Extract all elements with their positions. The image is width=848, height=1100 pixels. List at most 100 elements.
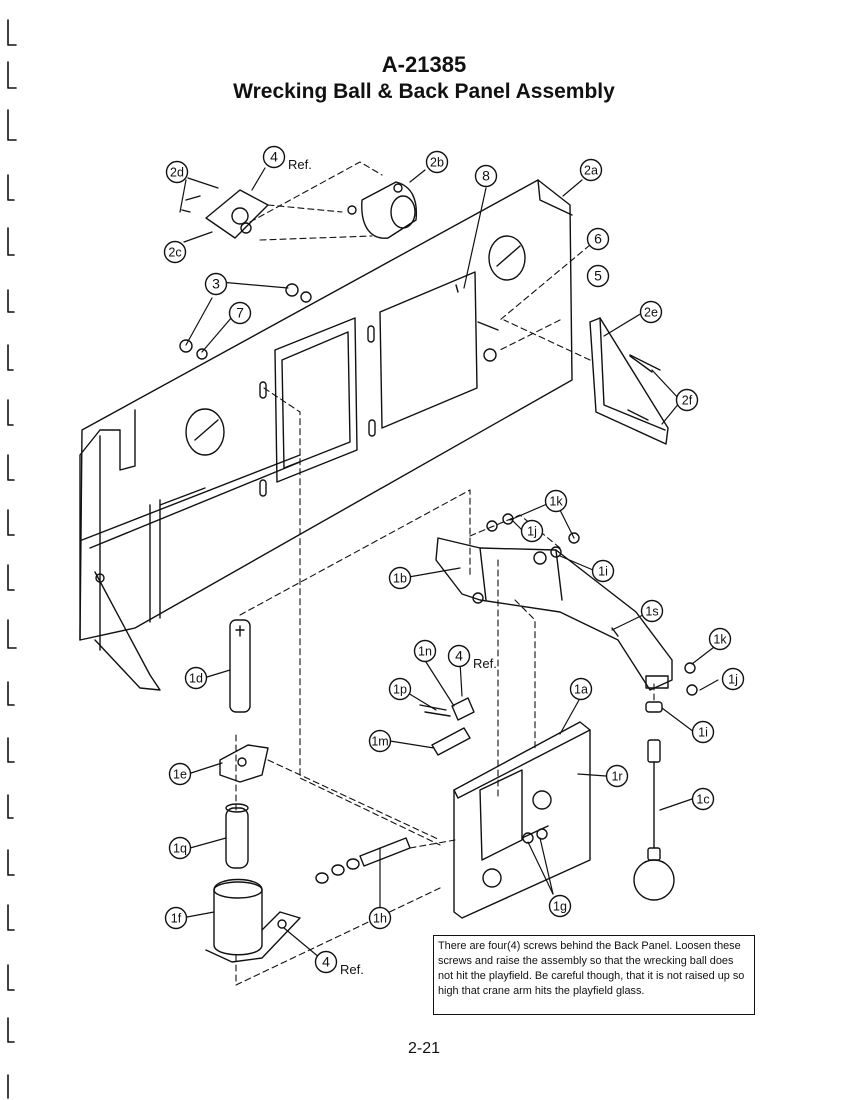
callout-label: 1i (598, 565, 608, 579)
callout-1h: 1h (368, 906, 392, 930)
assembly-lines (235, 161, 655, 986)
callout-label: 1f (171, 912, 182, 926)
callout-1a: 1a (569, 677, 593, 701)
callout-1c: 1c (691, 787, 715, 811)
switch-assembly (419, 697, 475, 756)
callout-balloon (184, 666, 208, 690)
callout-1b: 1b (388, 566, 412, 590)
callout-label: 6 (594, 231, 602, 247)
callout-1i-a: 1i (591, 559, 615, 583)
callout-label: 4 (270, 149, 278, 165)
callout-label: 4 (455, 648, 463, 664)
callout-balloon (368, 729, 392, 753)
callout-label: 1i (698, 726, 708, 740)
callout-label: 5 (594, 268, 602, 284)
callout-1q: 1q (168, 836, 192, 860)
coil-assembly (205, 803, 301, 963)
callout-label: 1a (574, 683, 588, 697)
callout-balloon (388, 566, 412, 590)
callout-balloon (228, 301, 252, 325)
callout-balloon (605, 764, 629, 788)
callout-label: 1n (418, 645, 432, 659)
callout-balloon (165, 160, 189, 184)
callout-1d: 1d (184, 666, 208, 690)
mount-block (453, 721, 591, 919)
callout-label: 2a (584, 164, 598, 178)
callout-balloon (691, 720, 715, 744)
callout-7: 7 (228, 301, 252, 325)
callout-label: 1q (173, 842, 187, 856)
callout-label: 1k (549, 495, 563, 509)
callout-1e: 1e (168, 762, 192, 786)
callout-balloon (447, 644, 471, 668)
callout-2b: 2b (425, 150, 449, 174)
callout-label: 1c (696, 793, 709, 807)
callout-2f: 2f (675, 388, 699, 412)
callout-balloon (708, 627, 732, 651)
service-note: There are four(4) screws behind the Back… (433, 935, 755, 1015)
callout-1j-a: 1j (520, 519, 544, 543)
callout-balloon (721, 667, 745, 691)
callout-balloon (368, 906, 392, 930)
callout-label: 1r (611, 770, 622, 784)
callout-label: 1h (373, 912, 387, 926)
callout-balloon (548, 894, 572, 918)
callout-balloon (388, 677, 412, 701)
callout-3: 3 (204, 272, 228, 296)
callout-label: 4 (322, 954, 330, 970)
callout-balloon (204, 272, 228, 296)
callout-1j-b: 1j (721, 667, 745, 691)
callout-1n: 1n (413, 639, 437, 663)
crane-arm (435, 537, 673, 691)
hardware (179, 283, 698, 844)
callout-label: 1s (645, 605, 658, 619)
ref-label: Ref. (473, 656, 497, 671)
callout-label: 8 (482, 168, 490, 184)
motor-bracket (181, 181, 418, 239)
callout-1m: 1m (368, 729, 392, 753)
callout-1s: 1s (640, 599, 664, 623)
callout-balloon (639, 300, 663, 324)
callout-label: 1b (393, 572, 407, 586)
post-1d (219, 619, 269, 783)
callout-balloon (675, 388, 699, 412)
ref-label: Ref. (340, 962, 364, 977)
callout-balloon (413, 639, 437, 663)
callout-label: 7 (236, 305, 244, 321)
callout-1r: 1r (605, 764, 629, 788)
callout-balloon (586, 264, 610, 288)
callout-label: 3 (212, 276, 220, 292)
callout-label: 1e (173, 768, 187, 782)
callout-label: 1j (527, 525, 537, 539)
bracket-2e (589, 317, 669, 445)
callout-balloon (474, 164, 498, 188)
callout-balloon (591, 559, 615, 583)
binder-marks (7, 19, 17, 1099)
callout-label: 2e (644, 306, 658, 320)
callout-2e: 2e (639, 300, 663, 324)
callout-label: 1j (728, 673, 738, 687)
callout-1g: 1g (548, 894, 572, 918)
callout-label: 1g (553, 900, 567, 914)
callout-balloon (314, 950, 338, 974)
page-title: Wrecking Ball & Back Panel Assembly (233, 80, 615, 103)
callout-5: 5 (586, 264, 610, 288)
leader-lines (179, 167, 719, 959)
callout-label: 2f (682, 394, 693, 408)
callout-balloon (168, 762, 192, 786)
callout-balloon (520, 519, 544, 543)
callout-balloon (586, 227, 610, 251)
callout-balloon (262, 145, 286, 169)
callout-label: 1m (371, 735, 388, 749)
callout-1i-b: 1i (691, 720, 715, 744)
callout-label: 2d (170, 166, 184, 180)
callout-balloon (425, 150, 449, 174)
ref-label: Ref. (288, 157, 312, 172)
callout-label: 2b (430, 156, 444, 170)
back-panel (79, 179, 573, 691)
page-number: 2-21 (407, 1040, 441, 1057)
